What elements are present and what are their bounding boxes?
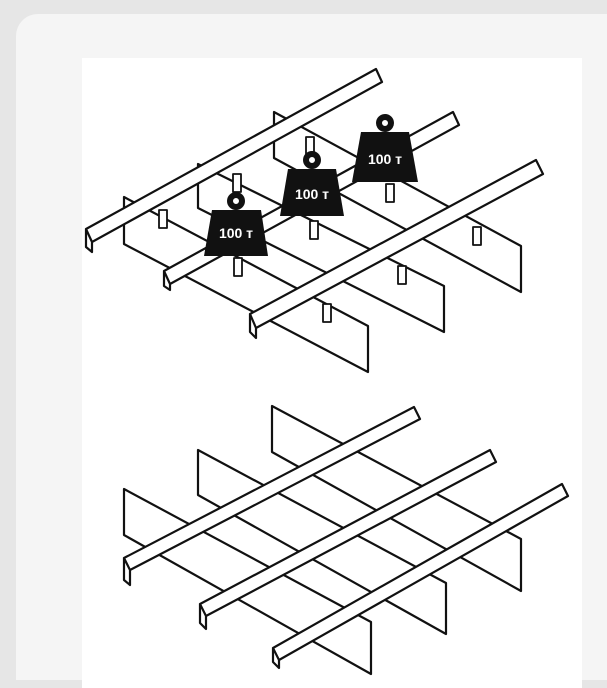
loaded-grating: 100 т 100 т 100 т	[86, 69, 543, 372]
weight-2-label: 100 т	[295, 186, 329, 202]
card-frame: 100 т 100 т 100 т	[16, 14, 607, 680]
grating-diagram: 100 т 100 т 100 т	[82, 58, 582, 688]
weight-3: 100 т	[352, 117, 418, 182]
grating-illustration: 100 т 100 т 100 т	[82, 58, 582, 688]
open-grating	[124, 406, 568, 674]
weight-1-label: 100 т	[219, 225, 253, 241]
weight-3-label: 100 т	[368, 151, 402, 167]
